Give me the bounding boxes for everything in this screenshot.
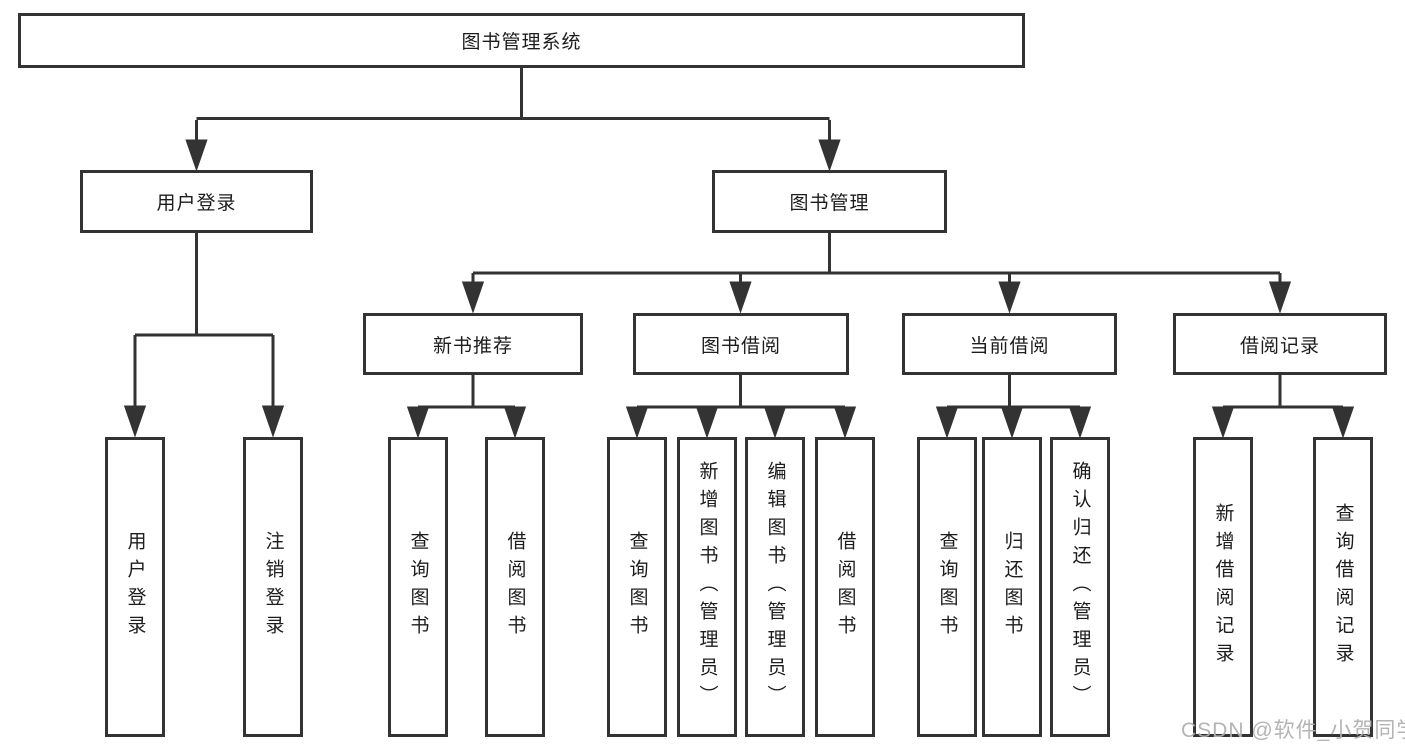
leaf-borrowing-add-books-admin-label: 新增图书（管理员） xyxy=(696,461,718,713)
leaf-records-query-record: 查询借阅记录 xyxy=(1313,437,1373,737)
leaf-user-login: 用户登录 xyxy=(105,437,165,737)
leaf-borrowing-query-books: 查询图书 xyxy=(607,437,667,737)
leaf-current-return-books: 归还图书 xyxy=(982,437,1042,737)
leaf-records-add-record: 新增借阅记录 xyxy=(1193,437,1253,737)
edge-book-management-to-level3 xyxy=(461,233,1292,314)
edge-user-login-to-leaves xyxy=(123,233,285,438)
leaf-borrowing-add-books-admin: 新增图书（管理员） xyxy=(677,437,737,737)
arrowhead xyxy=(935,406,959,439)
leaf-borrowing-borrow-books: 借阅图书 xyxy=(815,437,875,737)
edge-borrowing-records-to-leaves xyxy=(1211,375,1355,439)
edge-book-borrowing-to-leaves xyxy=(625,375,857,439)
arrowhead xyxy=(833,406,857,439)
leaf-borrowing-edit-books-admin-label: 编辑图书（管理员） xyxy=(764,461,786,713)
edge-current-borrowing-to-leaves xyxy=(935,375,1092,439)
leaf-recommend-query-books-label: 查询图书 xyxy=(407,531,429,643)
arrowhead xyxy=(1068,406,1092,439)
arrowhead xyxy=(998,281,1021,314)
edge-new-book-recommend-to-leaves xyxy=(406,375,527,439)
leaf-logout: 注销登录 xyxy=(243,437,303,737)
leaf-borrowing-borrow-books-label: 借阅图书 xyxy=(834,531,856,643)
leaf-current-return-books-label: 归还图书 xyxy=(1001,531,1023,643)
arrowhead xyxy=(1000,406,1024,439)
arrowhead xyxy=(503,406,527,439)
arrowhead xyxy=(763,406,787,439)
leaf-current-confirm-return-admin: 确认归还（管理员） xyxy=(1050,437,1110,737)
arrowhead xyxy=(625,406,649,439)
arrowhead xyxy=(1268,281,1292,314)
leaf-current-query-books-label: 查询图书 xyxy=(936,531,958,643)
leaf-records-query-record-label: 查询借阅记录 xyxy=(1332,503,1354,671)
arrowhead xyxy=(123,405,147,438)
node-book-borrowing: 图书借阅 xyxy=(633,313,849,375)
arrowhead xyxy=(185,139,208,172)
node-book-management-group-label: 图书管理 xyxy=(789,193,870,214)
node-user-login-group-label: 用户登录 xyxy=(156,193,237,214)
node-book-borrowing-label: 图书借阅 xyxy=(700,335,781,357)
node-borrowing-records: 借阅记录 xyxy=(1173,313,1387,375)
node-new-book-recommend: 新书推荐 xyxy=(363,313,583,375)
arrowhead xyxy=(695,406,719,439)
arrowhead xyxy=(729,281,752,314)
leaf-recommend-borrow-books-label: 借阅图书 xyxy=(504,531,526,643)
leaf-current-query-books: 查询图书 xyxy=(917,437,977,737)
leaf-current-confirm-return-admin-label: 确认归还（管理员） xyxy=(1069,461,1091,713)
leaf-logout-label: 注销登录 xyxy=(262,531,284,643)
arrowhead xyxy=(261,405,285,438)
node-user-login-group: 用户登录 xyxy=(80,170,313,233)
arrowhead xyxy=(406,406,430,439)
node-new-book-recommend-label: 新书推荐 xyxy=(432,335,513,357)
arrowhead xyxy=(461,281,485,314)
node-current-borrowing-label: 当前借阅 xyxy=(969,335,1050,357)
leaf-records-add-record-label: 新增借阅记录 xyxy=(1212,503,1234,671)
arrowhead xyxy=(1211,406,1235,439)
arrowhead xyxy=(818,139,841,172)
node-library-system-label: 图书管理系统 xyxy=(461,32,582,53)
leaf-user-login-label: 用户登录 xyxy=(124,531,146,643)
leaf-borrowing-query-books-label: 查询图书 xyxy=(626,531,648,643)
leaf-borrowing-edit-books-admin: 编辑图书（管理员） xyxy=(745,437,805,737)
node-book-management-group: 图书管理 xyxy=(712,170,947,233)
csdn-watermark: CSDN @软件_小贺同学 xyxy=(1181,719,1405,742)
node-borrowing-records-label: 借阅记录 xyxy=(1239,335,1320,357)
edge-root-to-level2 xyxy=(185,68,841,172)
node-current-borrowing: 当前借阅 xyxy=(902,313,1117,375)
node-library-system: 图书管理系统 xyxy=(18,13,1025,68)
leaf-recommend-borrow-books: 借阅图书 xyxy=(485,437,545,737)
leaf-recommend-query-books: 查询图书 xyxy=(388,437,448,737)
arrowhead xyxy=(1331,406,1355,439)
